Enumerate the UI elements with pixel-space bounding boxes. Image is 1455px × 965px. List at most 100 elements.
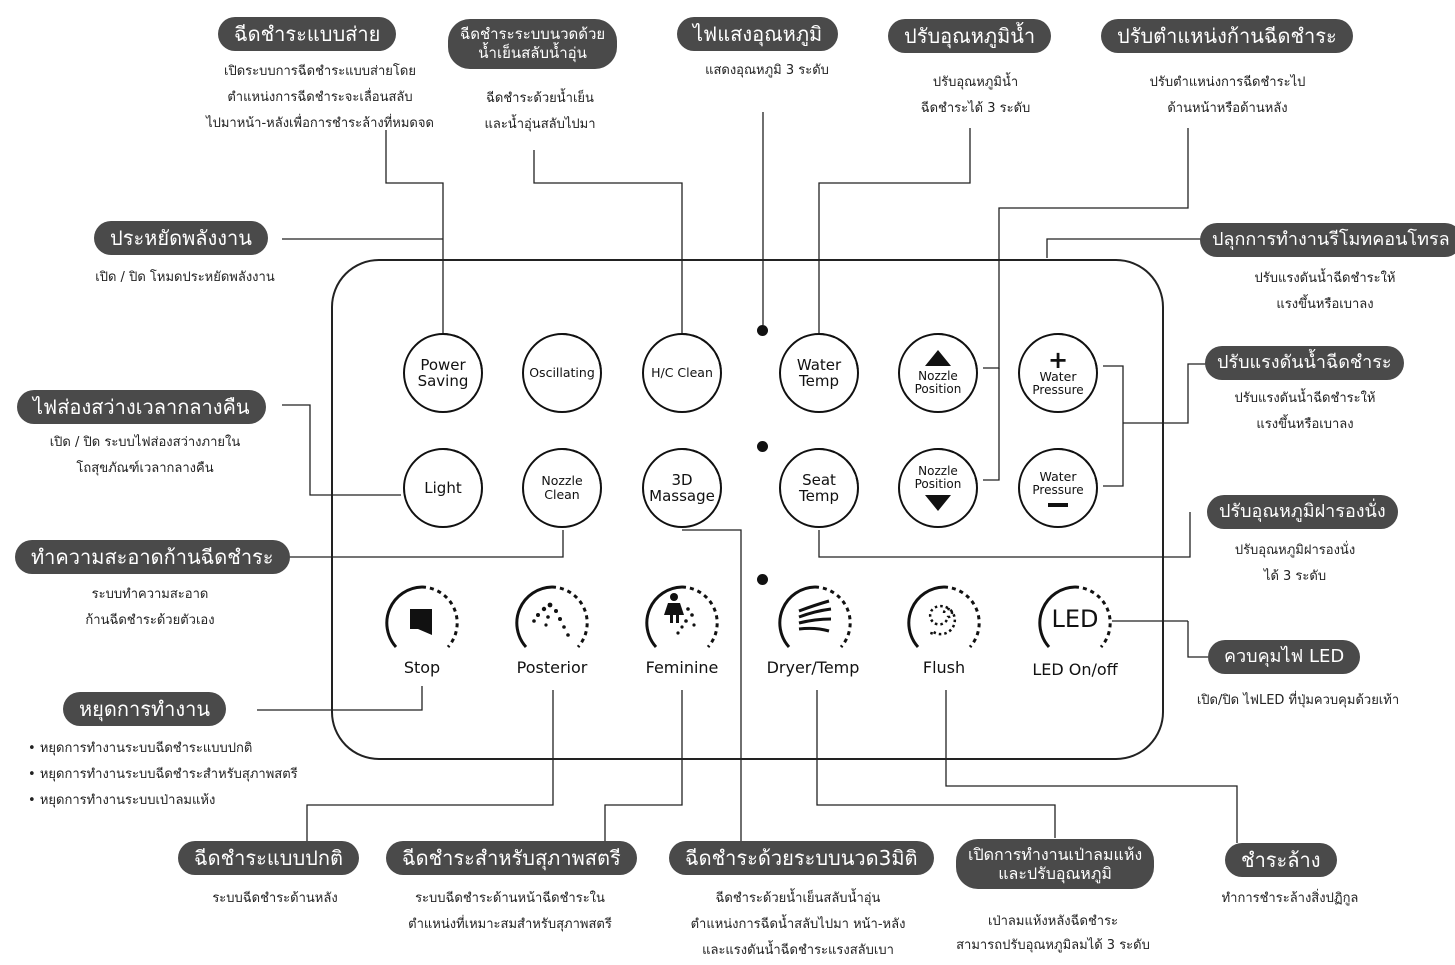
light-label: Light (424, 479, 462, 497)
callout-flush-desc: ทำการชำระล้างสิ่งปฏิกูล (1200, 886, 1380, 912)
desc-line: ด้านหน้าหรือด้านหลัง (1167, 101, 1288, 116)
dryer-button[interactable] (773, 581, 857, 665)
desc-line: และแรงดันน้ำฉีดชำระแรงสลับเบา (702, 943, 894, 958)
callout-massage-3d-title: ฉีดชำระด้วยระบบนวด3มิติ (669, 841, 934, 875)
nozzle-position-down-button[interactable]: Nozzle Position (898, 448, 978, 528)
desc-line: ตำแหน่งที่เหมาะสมสำหรับสุภาพสตรี (408, 917, 612, 932)
oscillating-button[interactable]: Oscillating (522, 333, 602, 413)
woman-spray-icon (664, 593, 696, 635)
wind-icon (798, 599, 832, 633)
desc-line: ระบบฉีดชำระด้านหลัง (212, 891, 338, 906)
callout-nozzle-position-desc: ปรับตำแหน่งการฉีดชำระไป ด้านหน้าหรือด้าน… (1100, 70, 1355, 122)
callout-nozzle-clean-title: ทำความสะอาดก้านฉีดชำระ (15, 540, 290, 574)
power-saving-label-1: Power (420, 356, 466, 374)
desc-line: ปรับอุณหภูมิฝารองนั่ง (1234, 543, 1356, 558)
callout-posterior-desc: ระบบฉีดชำระด้านหลัง (180, 886, 370, 912)
feminine-button[interactable] (640, 581, 724, 665)
callout-led-title: ควบคุมไฟ LED (1208, 640, 1361, 674)
desc-line: และน้ำอุ่นสลับไปมา (484, 117, 596, 132)
callout-water-pressure-desc: ปรับแรงดันน้ำฉีดชำระให้ แรงขึ้นหรือเบาลง (1190, 386, 1420, 438)
nozzle-clean-button[interactable]: Nozzle Clean (522, 448, 602, 528)
flush-button[interactable] (902, 581, 986, 665)
led-button[interactable]: LED (1033, 581, 1117, 665)
callout-spray-wide-desc: เปิดระบบการฉีดชำระแบบส่ายโดย ตำแหน่งการฉ… (175, 59, 465, 137)
temp-indicator-dot-3 (757, 574, 768, 585)
seat-temp-button[interactable]: Seat Temp (779, 448, 859, 528)
nozzle-position-up-button[interactable]: Nozzle Position (898, 333, 978, 413)
desc-line: ปรับอุณหภูมิน้ำ (932, 75, 1019, 90)
nozzle-up-label-2: Position (914, 382, 962, 396)
desc-line: ปรับแรงดันน้ำฉีดชำระให้ (1234, 391, 1376, 406)
seat-temp-label-1: Seat (802, 471, 836, 489)
desc-bullet: หยุดการทำงานระบบฉีดชำระแบบปกติ (28, 736, 348, 762)
nozzle-down-label-1: Nozzle (918, 464, 958, 478)
callout-massage-3d-desc: ฉีดชำระด้วยน้ำเย็นสลับน้ำอุ่น ตำแหน่งการ… (668, 886, 928, 964)
desc-line: เปิด / ปิด ระบบไฟส่องสว่างภายใน (49, 435, 241, 450)
nozzle-down-label-2: Position (914, 477, 962, 491)
desc-line: ฉีดชำระด้วยน้ำเย็นสลับน้ำอุ่น (715, 891, 881, 906)
nozzle-clean-label-1: Nozzle (541, 473, 583, 488)
callout-nozzle-clean-desc: ระบบทำความสะอาด ก้านฉีดชำระด้วยตัวเอง (40, 582, 260, 634)
led-icon-text: LED (1051, 605, 1098, 633)
callout-night-light-desc: เปิด / ปิด ระบบไฟส่องสว่างภายใน โถสุขภัณ… (20, 430, 270, 482)
water-pressure-up-button[interactable]: + Water Pressure (1018, 333, 1098, 413)
desc-line: เปิด / ปิด โหมดประหยัดพลังงาน (95, 270, 275, 285)
callout-water-pressure-title: ปรับแรงดันน้ำฉีดชำระ (1205, 346, 1404, 380)
massage-3d-button[interactable]: 3D Massage (642, 448, 722, 528)
callout-nozzle-position-title: ปรับตำแหน่งก้านฉีดชำระ (1101, 19, 1353, 53)
desc-line: ฉีดชำระด้วยน้ำเย็น (486, 91, 594, 106)
callout-spray-wide-title: ฉีดชำระแบบส่าย (218, 17, 397, 51)
callout-stop-desc: หยุดการทำงานระบบฉีดชำระแบบปกติ หยุดการทำ… (28, 736, 348, 814)
plus-icon: + (1047, 345, 1069, 374)
callout-remote-wake-title: ปลุกการทำงานรีโมทคอนโทรล (1200, 223, 1455, 257)
callout-feminine-desc: ระบบฉีดชำระด้านหน้าฉีดชำระใน ตำแหน่งที่เ… (385, 886, 635, 938)
power-saving-button[interactable]: Power Saving (403, 333, 483, 413)
desc-line: ปรับแรงดันน้ำฉีดชำระให้ (1254, 271, 1396, 286)
hc-clean-button[interactable]: H/C Clean (642, 333, 722, 413)
triangle-up-icon (925, 350, 951, 366)
desc-line: ระบบทำความสะอาด (91, 587, 209, 602)
triangle-down-icon (925, 495, 951, 511)
callout-led-desc: เปิด/ปิด ไฟLED ที่ปุ่มควบคุมด้วยเท้า (1168, 688, 1428, 714)
stop-button[interactable] (380, 581, 464, 665)
water-pressure-down-label-2: Pressure (1032, 482, 1084, 497)
callout-water-temp-desc: ปรับอุณหภูมิน้ำ ฉีดชำระได้ 3 ระดับ (888, 70, 1063, 122)
desc-line: ไปมาหน้า-หลังเพื่อการชำระล้างที่หมดจด (206, 116, 434, 131)
water-temp-label-2: Temp (799, 372, 839, 390)
water-pressure-down-button[interactable]: Water Pressure (1018, 448, 1098, 528)
desc-line: ทำการชำระล้างสิ่งปฏิกูล (1221, 891, 1359, 906)
water-pressure-down-label-1: Water (1039, 468, 1077, 484)
callout-seat-temp-desc: ปรับอุณหภูมิฝารองนั่ง ได้ 3 ระดับ (1190, 538, 1400, 590)
led-label: LED On/off (1032, 660, 1118, 679)
minus-icon (1048, 502, 1068, 507)
water-temp-button[interactable]: Water Temp (779, 333, 859, 413)
callout-posterior-title: ฉีดชำระแบบปกติ (178, 841, 359, 875)
callout-dryer-desc: เป่าลมแห้งหลังฉีดชำระ สามารถปรับอุณหภูมิ… (933, 910, 1173, 958)
desc-line: โถสุขภัณฑ์เวลากลางคืน (76, 461, 214, 476)
stop-square-icon (410, 609, 432, 635)
power-saving-label-2: Saving (417, 372, 469, 390)
massage-3d-label-1: 3D (671, 471, 693, 489)
title-line: เปิดการทำงานเป่าลมแห้ง (968, 845, 1143, 864)
posterior-label: Posterior (516, 658, 588, 677)
light-button[interactable]: Light (403, 448, 483, 528)
desc-bullet: หยุดการทำงานระบบเป่าลมแห้ง (28, 788, 348, 814)
desc-line: แสดงอุณหภูมิ 3 ระดับ (705, 63, 829, 78)
callout-seat-temp-title: ปรับอุณหภูมิฝารองนั่ง (1207, 495, 1398, 529)
seat-temp-label-2: Temp (799, 487, 839, 505)
callout-energy-saving-title: ประหยัดพลังงาน (94, 221, 268, 255)
oscillating-label: Oscillating (529, 365, 595, 380)
desc-line: สามารถปรับอุณหภูมิลมได้ 3 ระดับ (956, 938, 1150, 953)
nozzle-up-label-1: Nozzle (918, 369, 958, 383)
callout-flush-title: ชำระล้าง (1225, 843, 1337, 877)
title-line: และปรับอุณหภูมิ (998, 864, 1112, 883)
control-panel (331, 259, 1164, 760)
dryer-label: Dryer/Temp (766, 658, 860, 677)
callout-temp-light-title: ไฟแสงอุณหภูมิ (677, 17, 839, 51)
nozzle-clean-label-2: Clean (544, 487, 580, 502)
desc-bullet: หยุดการทำงานระบบฉีดชำระสำหรับสุภาพสตรี (28, 762, 348, 788)
callout-dryer-title: เปิดการทำงานเป่าลมแห้ง และปรับอุณหภูมิ (956, 839, 1155, 889)
desc-line: ก้านฉีดชำระด้วยตัวเอง (85, 613, 215, 628)
posterior-button[interactable] (510, 581, 594, 665)
title-line: น้ำเย็นสลับน้ำอุ่น (478, 44, 587, 62)
